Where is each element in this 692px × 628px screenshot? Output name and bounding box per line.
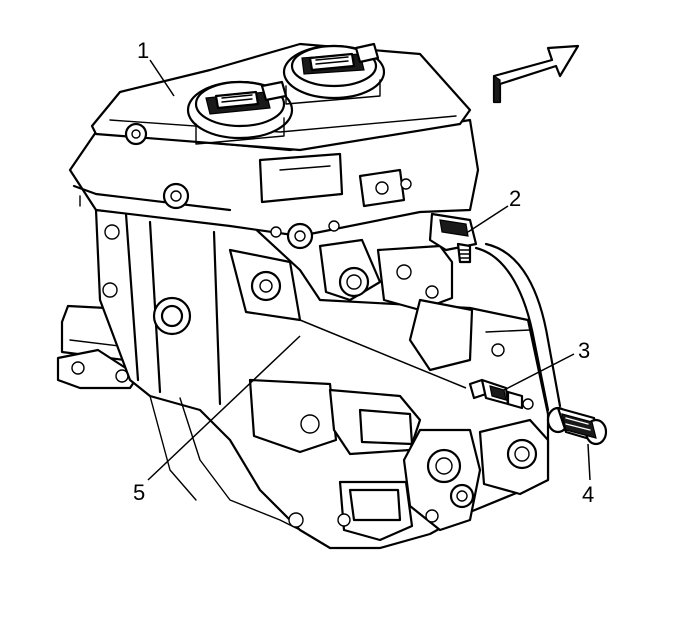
callout-4: 4 (582, 482, 594, 507)
leader-line-5b (299, 319, 467, 389)
cylinder-head (68, 42, 480, 250)
leader-line-2 (467, 205, 509, 233)
sender-3 (468, 378, 534, 410)
leader-line-1 (149, 59, 175, 97)
leader-line-5 (147, 335, 301, 481)
leader-line-3 (503, 353, 575, 391)
leader-lines (147, 59, 591, 481)
filter-screen-4 (546, 406, 608, 446)
callout-2: 2 (509, 186, 521, 211)
sensor-2 (428, 212, 478, 264)
direction-arrow-icon (492, 44, 580, 104)
callout-5: 5 (133, 480, 145, 505)
engine-block (56, 208, 562, 550)
leader-line-4 (587, 443, 591, 481)
callout-1: 1 (137, 38, 149, 63)
callout-3: 3 (578, 338, 590, 363)
